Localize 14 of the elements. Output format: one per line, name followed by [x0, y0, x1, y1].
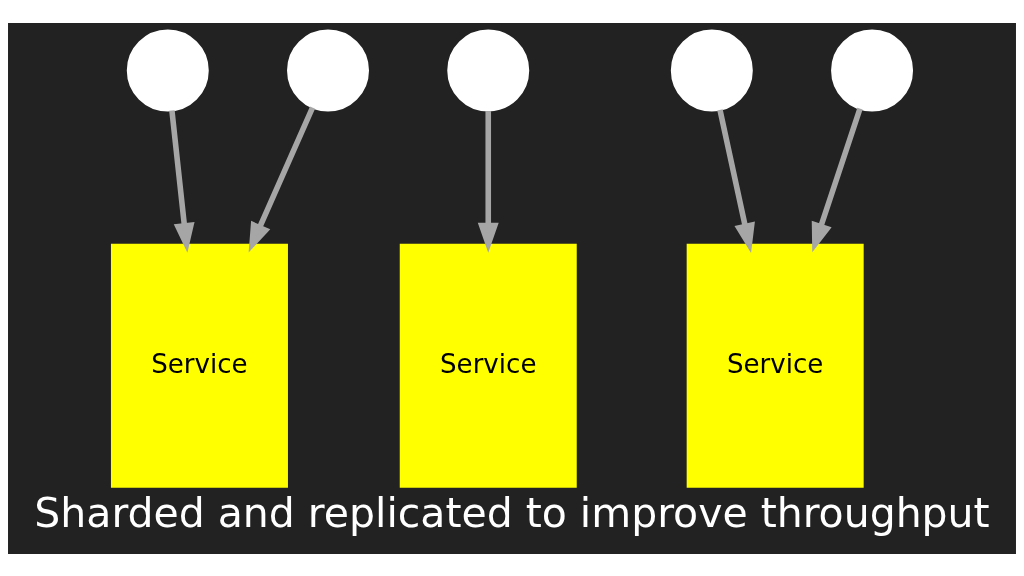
arrow: [717, 108, 755, 253]
arrow: [248, 105, 316, 252]
arrow: [169, 109, 195, 253]
node-person: [670, 29, 753, 111]
node-person: [831, 29, 914, 111]
arrow: [477, 110, 499, 253]
node-box: Service: [110, 243, 288, 488]
node-person: [126, 29, 209, 111]
node-box: Service: [399, 243, 577, 488]
node-person: [447, 29, 530, 111]
caption: Sharded and replicated to improve throughput: [34, 488, 990, 537]
arrow: [811, 107, 863, 252]
node-person: [287, 29, 369, 111]
node-box: Service: [686, 243, 864, 488]
